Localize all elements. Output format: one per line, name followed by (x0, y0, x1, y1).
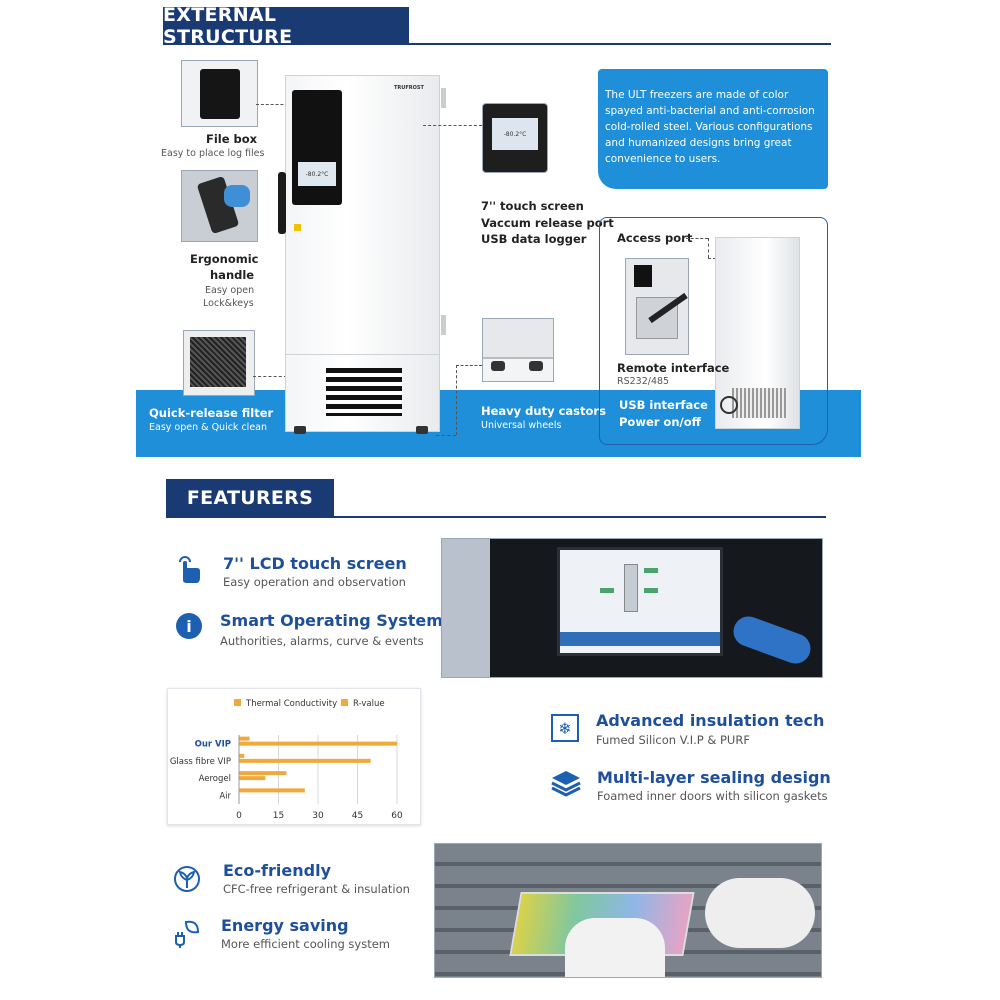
legend-swatch-1 (341, 699, 348, 706)
handle-title-2: handle (210, 268, 255, 282)
touch-line-2: Vaccum release port (481, 216, 614, 230)
filter-sub: Easy open & Quick clean (149, 422, 268, 433)
touch-screen-photo: -80.2°C (482, 103, 548, 173)
x-tick-label-0: 0 (236, 811, 242, 821)
freezer-handle (278, 172, 286, 234)
x-tick-label-4: 60 (391, 811, 403, 821)
freezer-vent (326, 368, 402, 416)
freezer-brand: TRUFROST (394, 85, 424, 91)
info-icon: i (176, 613, 202, 639)
bar-3-0 (239, 788, 305, 793)
touch-line-3: USB data logger (481, 232, 587, 246)
lcd-title: 7'' LCD touch screen (223, 554, 407, 573)
remote-interface-photo (625, 258, 689, 355)
castors-title: Heavy duty castors (481, 404, 606, 418)
file-box-photo (181, 60, 258, 127)
layers-icon (550, 769, 582, 797)
access-port-label: Access port (617, 231, 693, 245)
x-tick-label-2: 30 (312, 811, 324, 821)
access-port-panel (599, 217, 828, 445)
features-header-rule (166, 516, 826, 518)
handle-photo (181, 170, 258, 242)
lcd-screen-photo (441, 538, 823, 678)
external-header-rule (163, 43, 831, 45)
touch-screen-display: -80.2°C (492, 118, 538, 150)
remote-title: Remote interface (617, 361, 730, 375)
freezer-display: -80.2°C (298, 162, 336, 186)
lcd-sub: Easy operation and observation (223, 575, 406, 589)
touch-hand-icon (174, 552, 204, 584)
legend-label-1: R-value (353, 699, 385, 709)
energy-title: Energy saving (221, 916, 349, 935)
eco-sub: CFC-free refrigerant & insulation (223, 882, 410, 896)
handle-sub-1: Easy open (205, 285, 255, 296)
filter-photo (183, 330, 255, 396)
category-label-2: Aerogel (199, 774, 231, 784)
insulation-sub: Fumed Silicon V.I.P & PURF (596, 733, 750, 747)
insulation-title: Advanced insulation tech (596, 711, 825, 730)
external-structure-header: EXTERNAL STRUCTURE (163, 4, 409, 48)
castors-sub: Universal wheels (481, 420, 562, 431)
bar-2-0 (239, 771, 287, 776)
bar-0-0 (239, 736, 250, 741)
freezer-control-panel: -80.2°C (292, 90, 342, 205)
x-tick-label-1: 15 (273, 811, 284, 821)
sealing-title: Multi-layer sealing design (597, 768, 831, 787)
power-label: Power on/off (619, 415, 701, 429)
legend-swatch-0 (234, 699, 241, 706)
leaf-icon (172, 864, 202, 894)
handle-title-1: Ergonomic (190, 252, 259, 266)
category-label-3: Air (219, 791, 231, 801)
remote-sub: RS232/485 (617, 376, 670, 387)
bar-1-0 (239, 753, 245, 758)
plug-leaf-icon (172, 918, 202, 948)
sample-rack-photo (434, 843, 822, 978)
category-label-1: Glass fibre VIP (170, 757, 231, 767)
os-title: Smart Operating System (220, 611, 443, 630)
eco-title: Eco-friendly (223, 861, 331, 880)
file-box-title: File box (206, 132, 258, 146)
insulation-chart-box: Thermal Conductivity R-value 0 15 30 45 60 Our … (167, 688, 421, 825)
touch-line-1: 7'' touch screen (481, 199, 584, 213)
freezer-body: -80.2°C TRUFROST (278, 75, 440, 434)
file-box-sub: Easy to place log files (161, 148, 265, 159)
bar-2-1 (239, 776, 266, 781)
snowflake-icon: ❄ (551, 714, 579, 742)
category-label-0: Our VIP (195, 740, 231, 750)
os-sub: Authorities, alarms, curve & events (220, 634, 424, 648)
castors-photo (482, 318, 554, 382)
handle-sub-2: Lock&keys (203, 298, 254, 309)
bar-0-1 (239, 741, 397, 746)
freezer-side (715, 237, 800, 429)
energy-sub: More efficient cooling system (221, 937, 391, 951)
legend-label-0: Thermal Conductivity (245, 699, 337, 709)
sealing-sub: Foamed inner doors with silicon gaskets (597, 789, 828, 803)
insulation-chart: Thermal Conductivity R-value 0 15 30 45 60 Our … (170, 699, 403, 821)
info-text: The ULT freezers are made of color spaye… (605, 89, 815, 165)
x-tick-label-3: 45 (352, 811, 363, 821)
usb-label: USB interface (619, 398, 708, 412)
filter-title: Quick-release filter (149, 406, 274, 420)
features-header: FEATURERS (166, 479, 334, 517)
info-box: The ULT freezers are made of color spaye… (598, 69, 828, 189)
bar-1-1 (239, 758, 371, 763)
